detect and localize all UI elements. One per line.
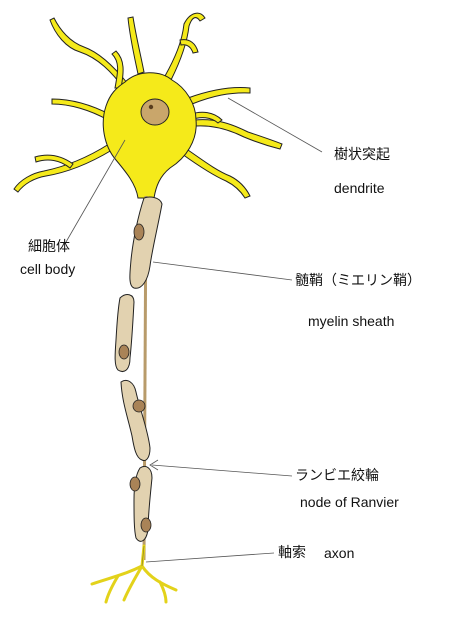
axon-terminals <box>90 544 178 604</box>
dendrite-top-mid <box>111 50 124 89</box>
nucleus <box>140 98 170 126</box>
label-axon-jp: 軸索 <box>278 545 306 561</box>
leader-axon <box>145 552 275 563</box>
dendrite-left-tip <box>34 154 74 169</box>
label-ranvier-jp: ランビエ絞輪 <box>295 468 379 484</box>
dendrite-right-mid <box>194 119 283 150</box>
label-cell-body-jp: 細胞体 <box>28 239 70 255</box>
dendrite-left-upper <box>51 98 112 121</box>
label-dendrite-jp: 樹状突起 <box>334 147 390 163</box>
leader-cell-body <box>65 139 126 243</box>
dendrite-right-small <box>187 111 223 124</box>
myelin-segment-1 <box>129 196 163 289</box>
dendrite-right-lower <box>181 147 251 199</box>
myelin-segment-3 <box>120 379 151 461</box>
dendrite-top-right <box>164 12 206 81</box>
label-ranvier-en: node of Ranvier <box>300 494 399 510</box>
dendrite-top-center <box>127 16 145 75</box>
leader-myelin <box>152 261 293 281</box>
dendrites <box>13 12 283 199</box>
label-cell-body-en: cell body <box>20 261 76 277</box>
dendrite-left-lower <box>13 143 113 193</box>
label-myelin-jp: 髄鞘（ミエリン鞘） <box>295 273 421 289</box>
label-dendrite-en: dendrite <box>334 180 385 196</box>
myelin-segment-2 <box>114 294 135 372</box>
dendrite-right-upper <box>187 87 251 105</box>
axon-terminal-outline <box>141 545 145 567</box>
myelin-sheath <box>114 196 163 542</box>
arrow-ranvier <box>149 459 159 471</box>
label-myelin-en: myelin sheath <box>308 313 395 329</box>
leader-dendrite <box>227 97 323 153</box>
dendrite-top-right-fork <box>179 39 199 54</box>
schwann-nuclei <box>118 223 152 533</box>
leader-ranvier <box>151 464 293 477</box>
leader-lines <box>65 97 323 563</box>
cell-body-shape <box>102 72 197 199</box>
label-axon-en: axon <box>324 545 355 561</box>
dendrite-top-left <box>49 17 129 91</box>
